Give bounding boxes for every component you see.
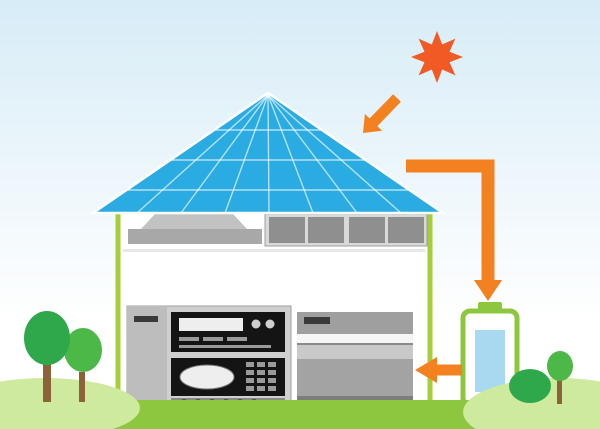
dishwasher-lower-door [297,359,413,396]
oven-window [179,364,235,390]
control-knob [265,319,275,329]
arrow-battery-to-appliance-icon [415,357,462,383]
hood-chimney [141,214,247,229]
tree-icon-left-group [24,311,102,402]
sun-core [425,45,449,69]
tree-trunk [79,372,85,402]
solar-roof [88,91,448,215]
floor-divider [123,249,425,252]
tree-foliage [547,351,573,381]
control-buttons [179,337,271,348]
elbow-arrow-shaft [406,159,495,282]
storage-battery-icon [460,302,520,408]
bush [509,369,551,403]
dishwasher-upper-door [297,345,413,359]
hood-bar [128,229,262,244]
control-display [179,318,243,331]
house [115,207,433,409]
window-pane [349,217,385,243]
range-hood-icon [128,214,262,244]
battery-cell [475,330,505,392]
arrow-roof-to-battery-icon [406,159,502,301]
window-row [264,213,428,247]
kitchen-cabinet-side [127,306,167,404]
window-pane [269,217,305,243]
arrow-sun-to-roof-icon [363,94,401,133]
window-pane [308,217,344,243]
cabinet-vent-slot [134,316,158,322]
tree-foliage [64,328,102,372]
elbow-arrow-head [474,280,502,301]
control-knob [251,319,261,329]
sun-icon [411,31,463,83]
kitchen-unit [126,305,292,405]
dishwasher-groove-shadow [297,343,413,345]
bush-icon-right-group [509,351,573,404]
dishwasher [297,312,413,404]
solar-panel-grid [127,94,409,214]
tree-trunk [43,362,51,402]
grass-mound-left [0,378,140,429]
dishwasher-handle-groove [297,334,413,343]
tree-trunk [557,378,562,404]
tree-foliage [24,311,70,365]
oven-buttons [246,362,276,391]
dishwasher-slot [304,317,330,324]
window-pane [388,217,424,243]
grass-mound-right [463,378,600,429]
